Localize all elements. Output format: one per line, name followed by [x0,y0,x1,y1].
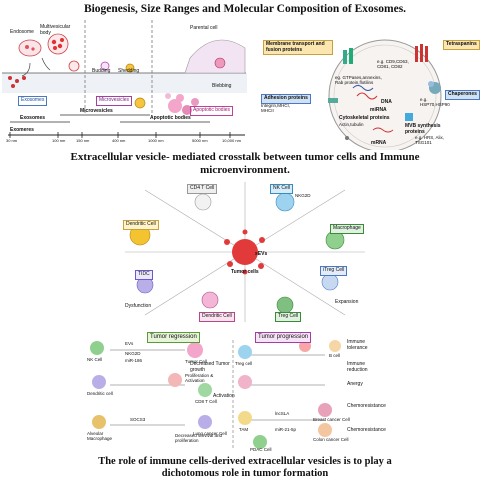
exosome-composition-drawing [328,39,442,150]
label-tumor-cell: Tumor Cell [185,359,207,364]
label-socs3: SOCS3 [130,417,146,422]
size-label-microvesicles: Microvesicles [80,108,113,114]
node-nk: NK Cell [270,184,293,194]
label-parental-cell: Parental cell [190,25,218,31]
title-dichotomy: The role of immune cells-derived extrace… [0,456,490,480]
label-dysfunction: Dysfunction [125,303,152,309]
label-cd8-cell: CD8 T Cell [195,399,217,404]
size-tick-30: 30 nm [6,138,18,143]
label-microvesicles: Microvesicles [96,96,133,106]
size-tick-100: 100 nm [52,138,66,143]
size-tick-150: 150 nm [76,138,90,143]
label-dna: DNA [381,99,392,105]
header-tumor-regression: Tumor regression [147,332,200,343]
label-nkg2d: NKG2D [295,193,311,198]
label-decreased-survival: Decreased survival and proliferation [175,433,223,443]
size-label-apoptotic: Apoptotic bodies [150,115,191,121]
label-alveolar-macrophage: Alveolar Macrophage [87,431,113,441]
label-lung-cancer: Lung cancer Cell [193,431,227,436]
label-evs: EVs [125,341,134,346]
label-pdac-cell: PDAC Cell [250,447,272,452]
crosstalk-panel: sEVs Tumor cells Dendritic Cell CD4 T Ce… [115,180,375,325]
node-itreg: iTreg Cell [320,266,348,276]
label-colon-cancer: Colon cancer Cell [313,437,349,442]
label-blebbing: Blebbing [212,83,232,89]
label-membrane-eg: eg. GTPases,annexins, Rab protein,flotil… [335,75,382,85]
label-cytoskeletal-eg: Actin,tubulin [339,122,364,127]
label-tam: TAM [239,427,249,432]
node-cd4: CD4 T Cell [187,184,218,194]
size-tick-10000: 10,000 nm [222,138,241,143]
label-adhesion-eg: Integrin,MHCI, MHCII [261,103,291,113]
box-chaperones: Chaperones [445,90,480,100]
title-biogenesis: Biogenesis, Size Ranges and Molecular Co… [83,3,407,15]
label-mir21: miR-21-5p [275,427,297,432]
label-cytoskeletal: Cytoskeletal proteins [339,115,390,121]
label-chemoresistance-2: Chemoresistance [347,427,386,433]
label-immune-reduction: Immune reduction [347,361,368,373]
size-tick-5000: 5000 nm [192,138,208,143]
dichotomy-panel: Tumor regression Tumor progression Decre… [85,330,405,452]
label-mvb-eg: e.g. HRS, Alix, TSG101 [415,135,445,145]
node-dendritic-lower: Dendritic Cell [199,312,235,322]
label-decreased-growth: Decreased Tumor growth [190,361,230,373]
label-nk-cell: NK Cell [87,357,103,362]
title-dichotomy-line2: dichotomous role in tumor formation [161,468,329,480]
label-breast-cancer: Breast cancer Cell [313,417,350,422]
node-treg: Treg Cell [275,312,302,322]
label-mirna: miRNA [370,107,387,113]
label-sevs: sEVs [255,251,268,257]
size-range-scale [8,114,245,138]
size-label-exomeres: Exomeres [10,127,34,133]
label-mrna: mRNA [371,140,387,146]
label-tetraspanins-eg: e.g. CD9,CD63, CD81, CD82 [377,59,409,69]
label-chaperones-eg: e.g. HSP70,HSP90 [420,97,450,107]
composition-panel: Membrane transport and fusion proteins e… [255,18,487,150]
node-dendritic: Dendritic Cell [123,220,159,230]
box-tetraspanins: Tetraspanins [443,40,480,50]
label-dendritic-cell: Dendritic cell [87,391,113,396]
label-nkg2d-dichotomy: NKG2D [125,351,141,356]
title-crosstalk-line2: microenvironment. [200,163,290,176]
label-immune-tolerance: Immune tolerance [347,339,368,351]
box-adhesion: Adhesion proteins [261,94,311,104]
label-expansion: Expansion [335,299,359,305]
node-macrophage: Macrophage [330,224,364,234]
node-tidc: TIDC [135,270,153,280]
header-tumor-progression: Tumor progression [255,332,312,343]
label-mir186: miR-186 [125,358,143,363]
label-apoptotic-bodies: Apoptotic bodies [190,106,233,116]
label-prolif-activation: Proliferation & Activation [185,373,214,383]
label-budding: Budding [92,68,111,74]
label-lncsla: lncSLA [275,411,290,416]
label-treg-cell: Treg cell [235,361,253,366]
label-tumor-cells: Tumor cells [231,269,259,275]
crosstalk-drawing [125,182,365,322]
label-shedding: Shedding [118,68,140,74]
label-anergy: Anergy [347,381,363,387]
biogenesis-drawing [2,20,247,115]
label-exosomes: Exosomes [18,96,48,106]
label-b-cell: B cell [329,353,341,358]
dichotomy-drawing [90,340,341,450]
label-mvb: Multivesicular body [40,24,71,36]
title-crosstalk: Extracellular vesicle- mediated crosstal… [0,151,490,176]
biogenesis-panel: Endosome Multivesicular body Exosomes Bu… [0,18,250,150]
title-crosstalk-line1: Extracellular vesicle- mediated crosstal… [70,151,420,163]
size-tick-400: 400 nm [112,138,126,143]
title-dichotomy-line1: The role of immune cells-derived extrace… [98,456,392,467]
label-chemoresistance-1: Chemoresistance [347,403,386,409]
label-endosome: Endosome [10,29,34,35]
label-activation: Activation [213,393,235,399]
size-label-exosomes: Exosomes [20,115,46,121]
box-membrane-transport: Membrane transport and fusion proteins [263,40,333,55]
size-tick-1000: 1000 nm [148,138,164,143]
label-mvb-proteins: MVB synthesis proteins [405,123,441,135]
